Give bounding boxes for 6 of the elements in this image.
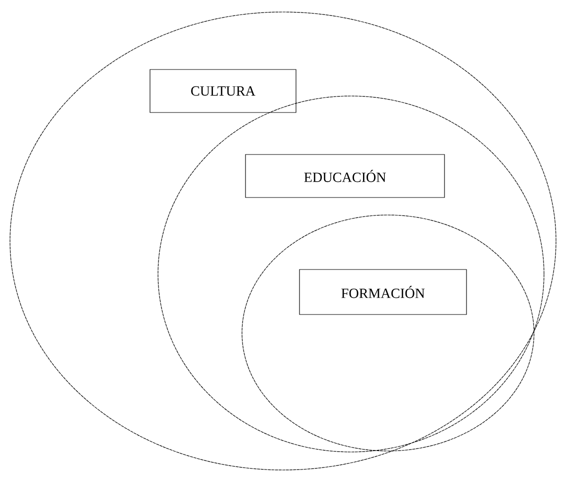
ring-ellipse [158,96,544,452]
label-box: FORMACIÓN [299,269,467,315]
label-box: EDUCACIÓN [245,154,445,198]
ring-ellipse [242,214,534,452]
ring-ellipse [10,12,556,470]
label-box: CULTURA [150,69,296,113]
